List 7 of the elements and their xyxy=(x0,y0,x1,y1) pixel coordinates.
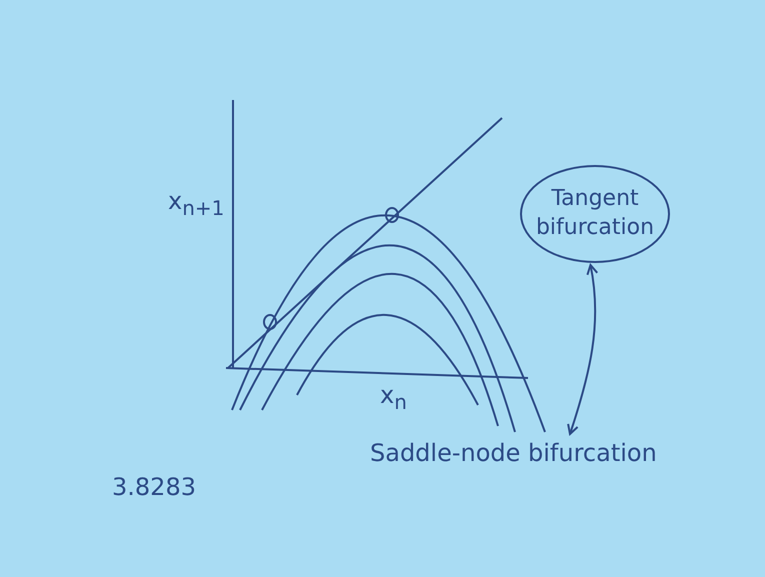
axis-label: x$_{n}$ xyxy=(380,380,407,415)
node-label: Tangent bifurcation xyxy=(534,185,656,242)
annotation-text: Saddle-node bifurcation xyxy=(370,438,657,470)
value-text: 3.8283 xyxy=(112,472,196,503)
double-arrow xyxy=(567,264,598,435)
axis-label: x$_{n+1}$ xyxy=(168,186,224,221)
ellipse-outline xyxy=(520,165,670,263)
